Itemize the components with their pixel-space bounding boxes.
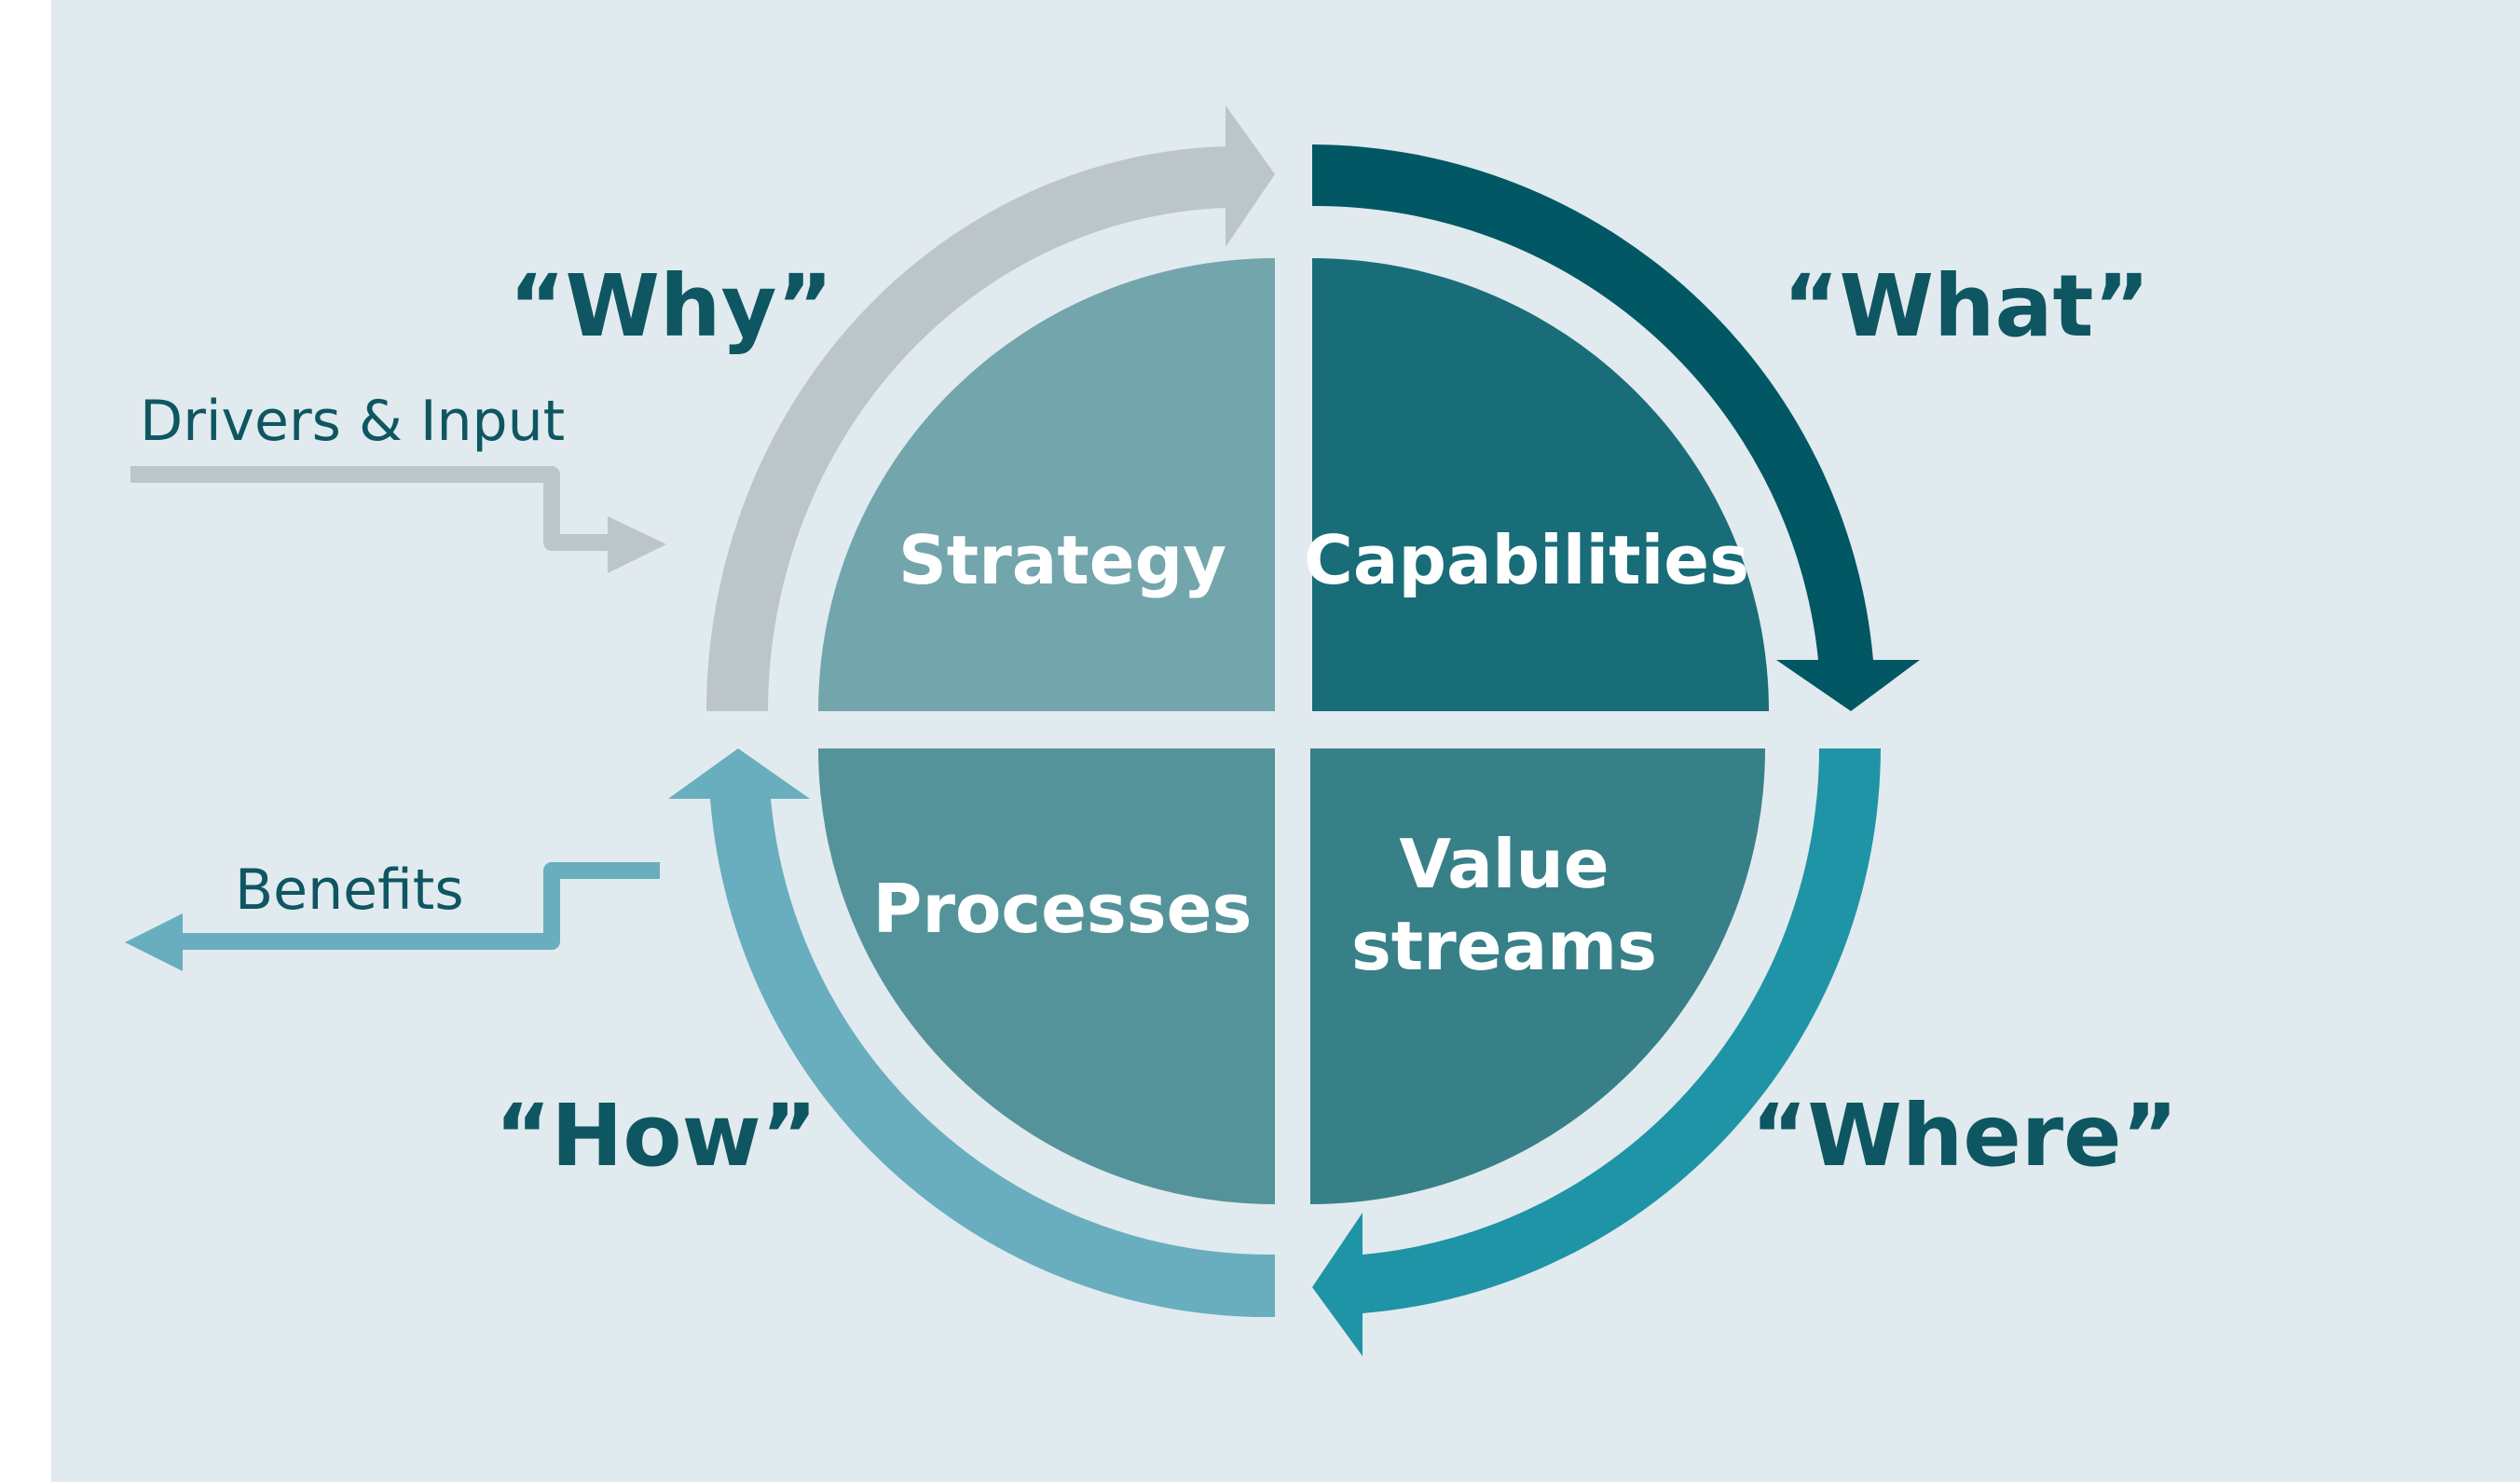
label-benefits: Benefits [235,858,464,923]
arrow-where [1312,748,1881,1356]
arrow-why [706,105,1275,711]
benefits-arrowhead [125,913,183,971]
quadrant-value-streams [1310,748,1765,1204]
label-where: “Where” [1751,1086,2178,1186]
quadrant-strategy [818,258,1275,711]
label-value-streams-line2: streams [1351,907,1657,985]
label-why: “Why” [509,256,833,356]
quadrant-processes [818,748,1275,1204]
drivers-input-arrow [130,466,610,551]
label-strategy: Strategy [898,521,1226,599]
drivers-input-arrowhead [608,516,666,573]
label-capabilities: Capabilities [1304,521,1749,599]
label-what: “What” [1783,256,2150,356]
arrow-what [1312,144,1920,711]
label-drivers-input: Drivers & Input [140,389,565,454]
benefits-arrow [182,862,660,950]
label-value-streams-line1: Value [1399,825,1609,903]
label-how: “How” [495,1086,817,1186]
quadrant-capabilities [1312,258,1769,711]
arrow-how [668,748,1275,1318]
label-processes: Processes [873,870,1253,948]
background-panel [51,0,2520,1482]
